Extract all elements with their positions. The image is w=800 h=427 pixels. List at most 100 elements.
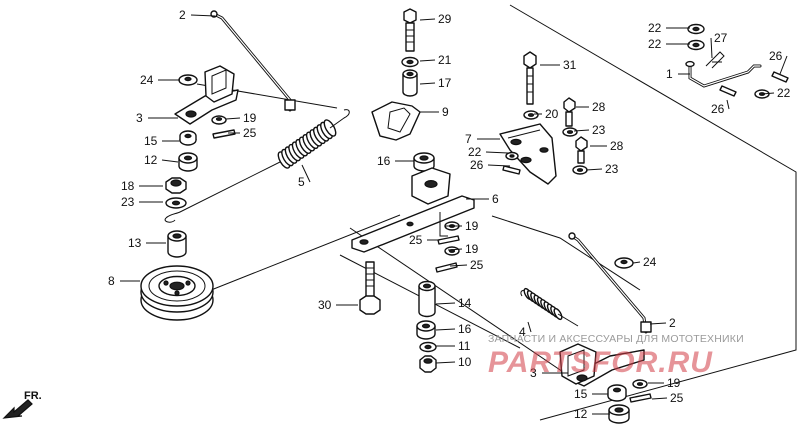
callout-c12a: 12 [144,153,158,167]
callout-leader-c10 [435,361,456,364]
part-12-bushing-b [608,404,630,424]
part-5-tension-spring [164,109,350,223]
part-19-washer-c [444,246,460,256]
part-21-washer [401,56,419,68]
callout-c26a: 26 [470,158,484,172]
callout-c25d: 25 [670,391,684,405]
part-26-pin-a [502,165,521,175]
part-19-washer-d [632,379,648,389]
part-15-collar-a [179,130,197,146]
callout-leader-c26c [726,99,730,110]
callout-leader-c19c [447,248,463,251]
watermark-subtitle: ЗАПЧАСТИ И АКСЕССУАРЫ ДЛЯ МОТОТЕХНИКИ [488,333,744,345]
part-19-washer-a [211,115,227,125]
part-23-washer-c [572,165,588,175]
callout-c9: 9 [442,105,449,119]
callout-c22d: 22 [777,86,791,100]
callout-c28b: 28 [610,139,624,153]
part-2-rod-lower [568,232,652,334]
callout-c22c: 22 [648,37,662,51]
callout-leader-c23b [573,129,590,132]
callout-leader-c19a [225,117,241,120]
part-14-spacer-tube [418,280,436,318]
callout-c11: 11 [458,339,471,353]
part-24-washer-b [614,257,634,269]
callout-c25c: 25 [470,258,484,272]
callout-c3b: 3 [530,366,537,380]
part-30-bolt [359,261,381,315]
front-arrow-icon [2,399,33,419]
callout-c16a: 16 [377,154,391,168]
callout-leader-c29 [419,18,436,21]
part-26-pin-b [771,71,789,83]
callout-c4: 4 [519,325,526,339]
part-25-cotter-pin-a [212,129,236,139]
front-direction-label: FR. [24,390,42,402]
callout-c19c: 19 [465,242,479,256]
callout-c16b: 16 [458,322,472,336]
callout-leader-c27 [710,37,713,59]
callout-leader-c2a [190,14,216,17]
part-2-rod-upper [210,10,296,112]
callout-leader-c26b [779,55,788,75]
callout-leader-c22d [761,92,775,95]
watermark-brand: PARTSFOR.RU [488,346,713,379]
callout-leader-c2b [649,322,667,325]
callout-c26b: 26 [769,49,783,63]
part-28-bolt-a [563,97,576,127]
callout-c26c: 26 [711,102,725,116]
part-25-cotter-pin-b [437,235,460,245]
part-31-bolt [523,51,537,105]
callout-c25b: 25 [409,233,423,247]
part-4-spring [520,287,579,327]
part-17-collar [402,69,418,97]
callout-leader-c23c [585,168,603,171]
callout-c10: 10 [458,355,472,369]
part-22-washer-a [505,151,519,161]
part-11-washer [419,341,437,353]
callout-c23c: 23 [605,162,619,176]
part-25-cotter-pin-d [629,393,652,403]
callout-c19b: 19 [465,219,479,233]
part-3-bracket-upper [174,65,239,125]
callout-c2a: 2 [179,8,186,22]
part-15-collar-b [607,384,627,402]
callout-c24b: 24 [643,255,657,269]
part-9-stopper-bracket [371,101,421,141]
part-16-cap-b [416,320,436,340]
callout-c22a: 22 [468,145,482,159]
callout-leader-c4 [527,321,532,333]
callout-c18: 18 [121,179,135,193]
callout-c1: 1 [666,67,673,81]
callout-c24a: 24 [140,73,154,87]
callout-leader-c25d [651,397,668,400]
callout-c6: 6 [492,192,499,206]
callout-c17: 17 [438,76,452,90]
callout-c15a: 15 [144,134,158,148]
part-12-bushing-a [178,152,198,172]
callout-c2b: 2 [669,316,676,330]
callout-c20: 20 [545,107,559,121]
callout-c14: 14 [458,296,472,310]
callout-leader-c12a [161,159,179,163]
callout-leader-c5 [301,164,311,183]
callout-c13: 13 [128,236,142,250]
part-18-nut [165,177,187,194]
callout-c8: 8 [108,274,115,288]
callout-c23b: 23 [592,123,606,137]
callout-c5: 5 [298,175,305,189]
part-16-cap-a [413,152,435,172]
part-23-washer-a [165,197,187,209]
part-29-bolt [403,8,417,52]
callout-c27: 27 [714,31,728,45]
callout-c7: 7 [465,132,472,146]
callout-c23a: 23 [121,195,135,209]
part-25-cotter-pin-c [435,262,458,273]
part-6-tensioner-arm [351,167,475,253]
part-10-nut [419,355,437,373]
callout-c31: 31 [563,58,577,72]
callout-c19d: 19 [667,376,681,390]
callout-leader-c14 [435,302,456,305]
part-27-spring-clip [705,51,725,69]
